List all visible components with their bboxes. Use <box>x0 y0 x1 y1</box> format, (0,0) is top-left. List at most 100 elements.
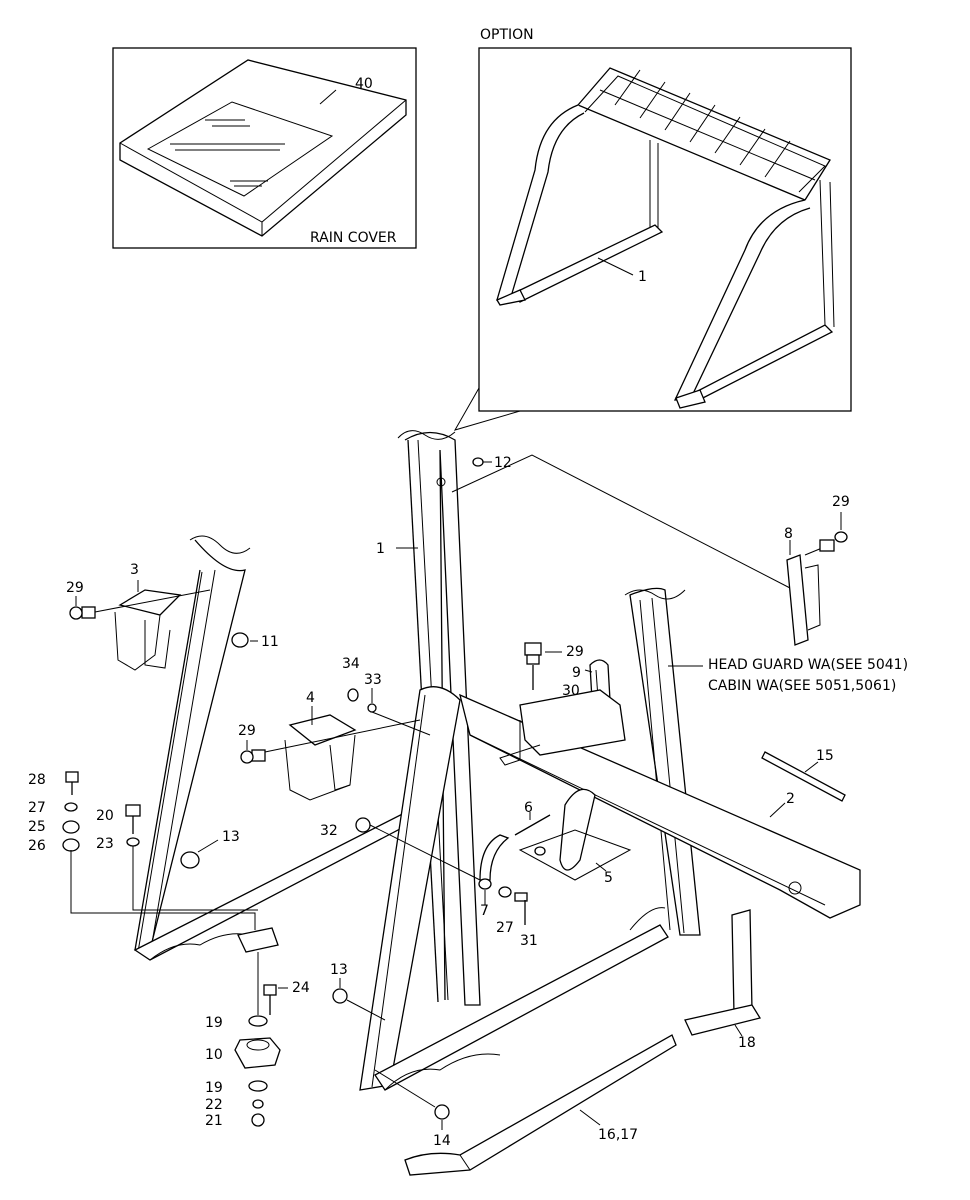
front-pillar <box>404 431 481 1006</box>
nut-25 <box>62 820 80 834</box>
grommet-13-lower-group: 13 <box>330 962 386 1021</box>
washer-33 <box>367 703 377 713</box>
callout-5: 5 <box>604 870 613 886</box>
mount-10 <box>234 1037 281 1069</box>
bracket-4 <box>288 714 357 746</box>
washer-19-upper <box>248 1015 268 1027</box>
rain-cover-window <box>146 101 334 197</box>
callout-19-upper: 19 <box>205 1015 223 1031</box>
callout-25: 25 <box>28 819 46 835</box>
callout-13-upper: 13 <box>222 829 240 845</box>
grommet-14 <box>434 1104 450 1120</box>
bar-15 <box>761 751 846 802</box>
bolt-20-group: 20 23 <box>96 804 258 911</box>
nut-32 <box>355 817 371 833</box>
bracket-3 <box>118 589 182 616</box>
mount-stack: 24 19 10 19 22 21 <box>205 927 310 1129</box>
left-rear-post <box>134 539 246 951</box>
bracket-9-group: 29 9 30 <box>499 642 626 766</box>
callout-15: 15 <box>816 748 834 764</box>
callout-20: 20 <box>96 808 114 824</box>
callout-11: 11 <box>261 634 279 650</box>
bolt-20 <box>125 804 141 817</box>
washer-27-mid <box>498 886 512 898</box>
bracket-8-group: 8 29 <box>784 494 850 646</box>
callout-2: 2 <box>786 791 795 807</box>
bolt-29-left <box>69 606 83 620</box>
bolt-24 <box>263 984 277 996</box>
washer-22 <box>252 1099 264 1109</box>
cabin-caption: CABIN WA(SEE 5051,5061) <box>708 678 896 694</box>
grommet-14-group: 14 <box>374 1069 451 1149</box>
grommet-13-upper <box>180 851 200 869</box>
front-lower-frame-left <box>359 686 461 1091</box>
step-16-17-group: 16,17 <box>404 1034 677 1176</box>
step-18 <box>731 909 753 1015</box>
handle-7 <box>479 834 510 881</box>
callout-26: 26 <box>28 838 46 854</box>
callout-24: 24 <box>292 980 310 996</box>
callout-1-option: 1 <box>638 269 647 285</box>
bolt-28 <box>65 771 79 783</box>
callout-4: 4 <box>306 690 315 706</box>
callout-9: 9 <box>572 665 581 681</box>
bolt-29-b <box>524 642 542 656</box>
nut-32-group: 32 <box>320 817 481 881</box>
callout-13-lower: 13 <box>330 962 348 978</box>
guard-right-bow <box>673 199 811 401</box>
bracket-8 <box>786 554 809 646</box>
bracket-3-group: 3 29 11 <box>66 562 279 671</box>
callout-1-main: 1 <box>376 541 385 557</box>
rain-cover-frame <box>112 47 417 249</box>
head-guard-caption: HEAD GUARD WA(SEE 5041) <box>708 657 908 673</box>
handle-group: 7 27 31 <box>478 834 538 949</box>
callout-27-left: 27 <box>28 800 46 816</box>
bar-15-group: 15 <box>761 748 846 802</box>
mount-bracket <box>237 927 279 953</box>
grommet-13-lower <box>332 988 348 1004</box>
bolt-29-right <box>834 531 848 543</box>
bolt-6 <box>514 814 551 836</box>
mirror-group: 6 5 <box>514 788 632 886</box>
washer-23 <box>126 837 140 847</box>
option-caption: OPTION <box>480 27 534 43</box>
callout-29-b: 29 <box>566 644 584 660</box>
callout-7: 7 <box>480 903 489 919</box>
callout-10: 10 <box>205 1047 223 1063</box>
rain-cover-panel <box>119 59 407 237</box>
callout-27-mid: 27 <box>496 920 514 936</box>
rain-cover-inset: 40 RAIN COVER <box>112 47 417 249</box>
callout-40: 40 <box>355 76 373 92</box>
callout-14: 14 <box>433 1133 451 1149</box>
callout-8: 8 <box>784 526 793 542</box>
callout-28: 28 <box>28 772 46 788</box>
rain-cover-caption: RAIN COVER <box>310 230 397 246</box>
callout-23: 23 <box>96 836 114 852</box>
callout-32: 32 <box>320 823 338 839</box>
callout-12: 12 <box>494 455 512 471</box>
bracket-4-group: 4 29 34 33 <box>238 656 431 801</box>
grommet-13-upper-group: 13 <box>180 829 240 869</box>
bolt-29-mid <box>240 750 254 764</box>
nut-34 <box>347 688 359 702</box>
callout-16-17: 16,17 <box>598 1127 638 1143</box>
part-12 <box>472 457 484 467</box>
bolt-31 <box>514 892 528 902</box>
right-rear-post <box>629 587 701 936</box>
spacer-26 <box>62 838 80 852</box>
option-frame <box>478 47 852 412</box>
washer-27-left <box>64 802 78 812</box>
callout-21: 21 <box>205 1113 223 1129</box>
callout-22: 22 <box>205 1097 223 1113</box>
option-inset: OPTION 1 <box>453 27 852 431</box>
callout-29-left: 29 <box>66 580 84 596</box>
left-stack: 28 27 25 26 <box>28 771 256 930</box>
callout-19-lower: 19 <box>205 1080 223 1096</box>
callout-6: 6 <box>524 800 533 816</box>
mirror-5 <box>559 788 596 871</box>
step-18-group: 18 <box>684 909 762 1051</box>
front-bottom-rail <box>374 924 669 1091</box>
grommet-11 <box>231 632 249 648</box>
